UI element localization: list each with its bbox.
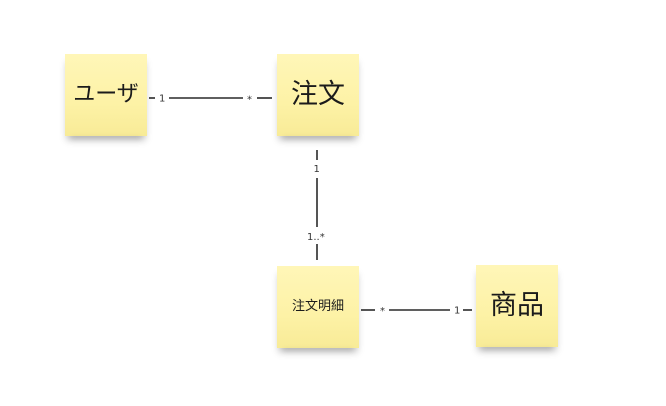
sticky-note-product-text: 商品 [490, 290, 544, 322]
edge-user-order[interactable]: 1 * [149, 94, 272, 106]
edge-detail-product-label-to: 1 [454, 306, 460, 317]
edge-user-order-label-to: * [247, 95, 252, 106]
edge-user-order-label-from: 1 [159, 94, 165, 105]
sticky-note-order[interactable]: 注文 [277, 54, 359, 136]
edge-detail-product[interactable]: * 1 [361, 306, 472, 318]
sticky-note-user-text: ユーザ [73, 81, 139, 107]
sticky-note-order-detail[interactable]: 注文明細 [277, 266, 359, 348]
edge-detail-product-label-from: * [380, 306, 385, 317]
edge-order-detail-label-to: 1..* [307, 232, 325, 243]
edge-order-detail[interactable]: 1 1..* [307, 150, 325, 260]
edge-order-detail-label-from: 1 [314, 164, 320, 175]
sticky-note-order-detail-text: 注文明細 [291, 298, 344, 314]
sticky-note-user[interactable]: ユーザ [65, 54, 147, 136]
sticky-note-product[interactable]: 商品 [476, 265, 558, 347]
sticky-note-order-text: 注文 [291, 79, 345, 111]
